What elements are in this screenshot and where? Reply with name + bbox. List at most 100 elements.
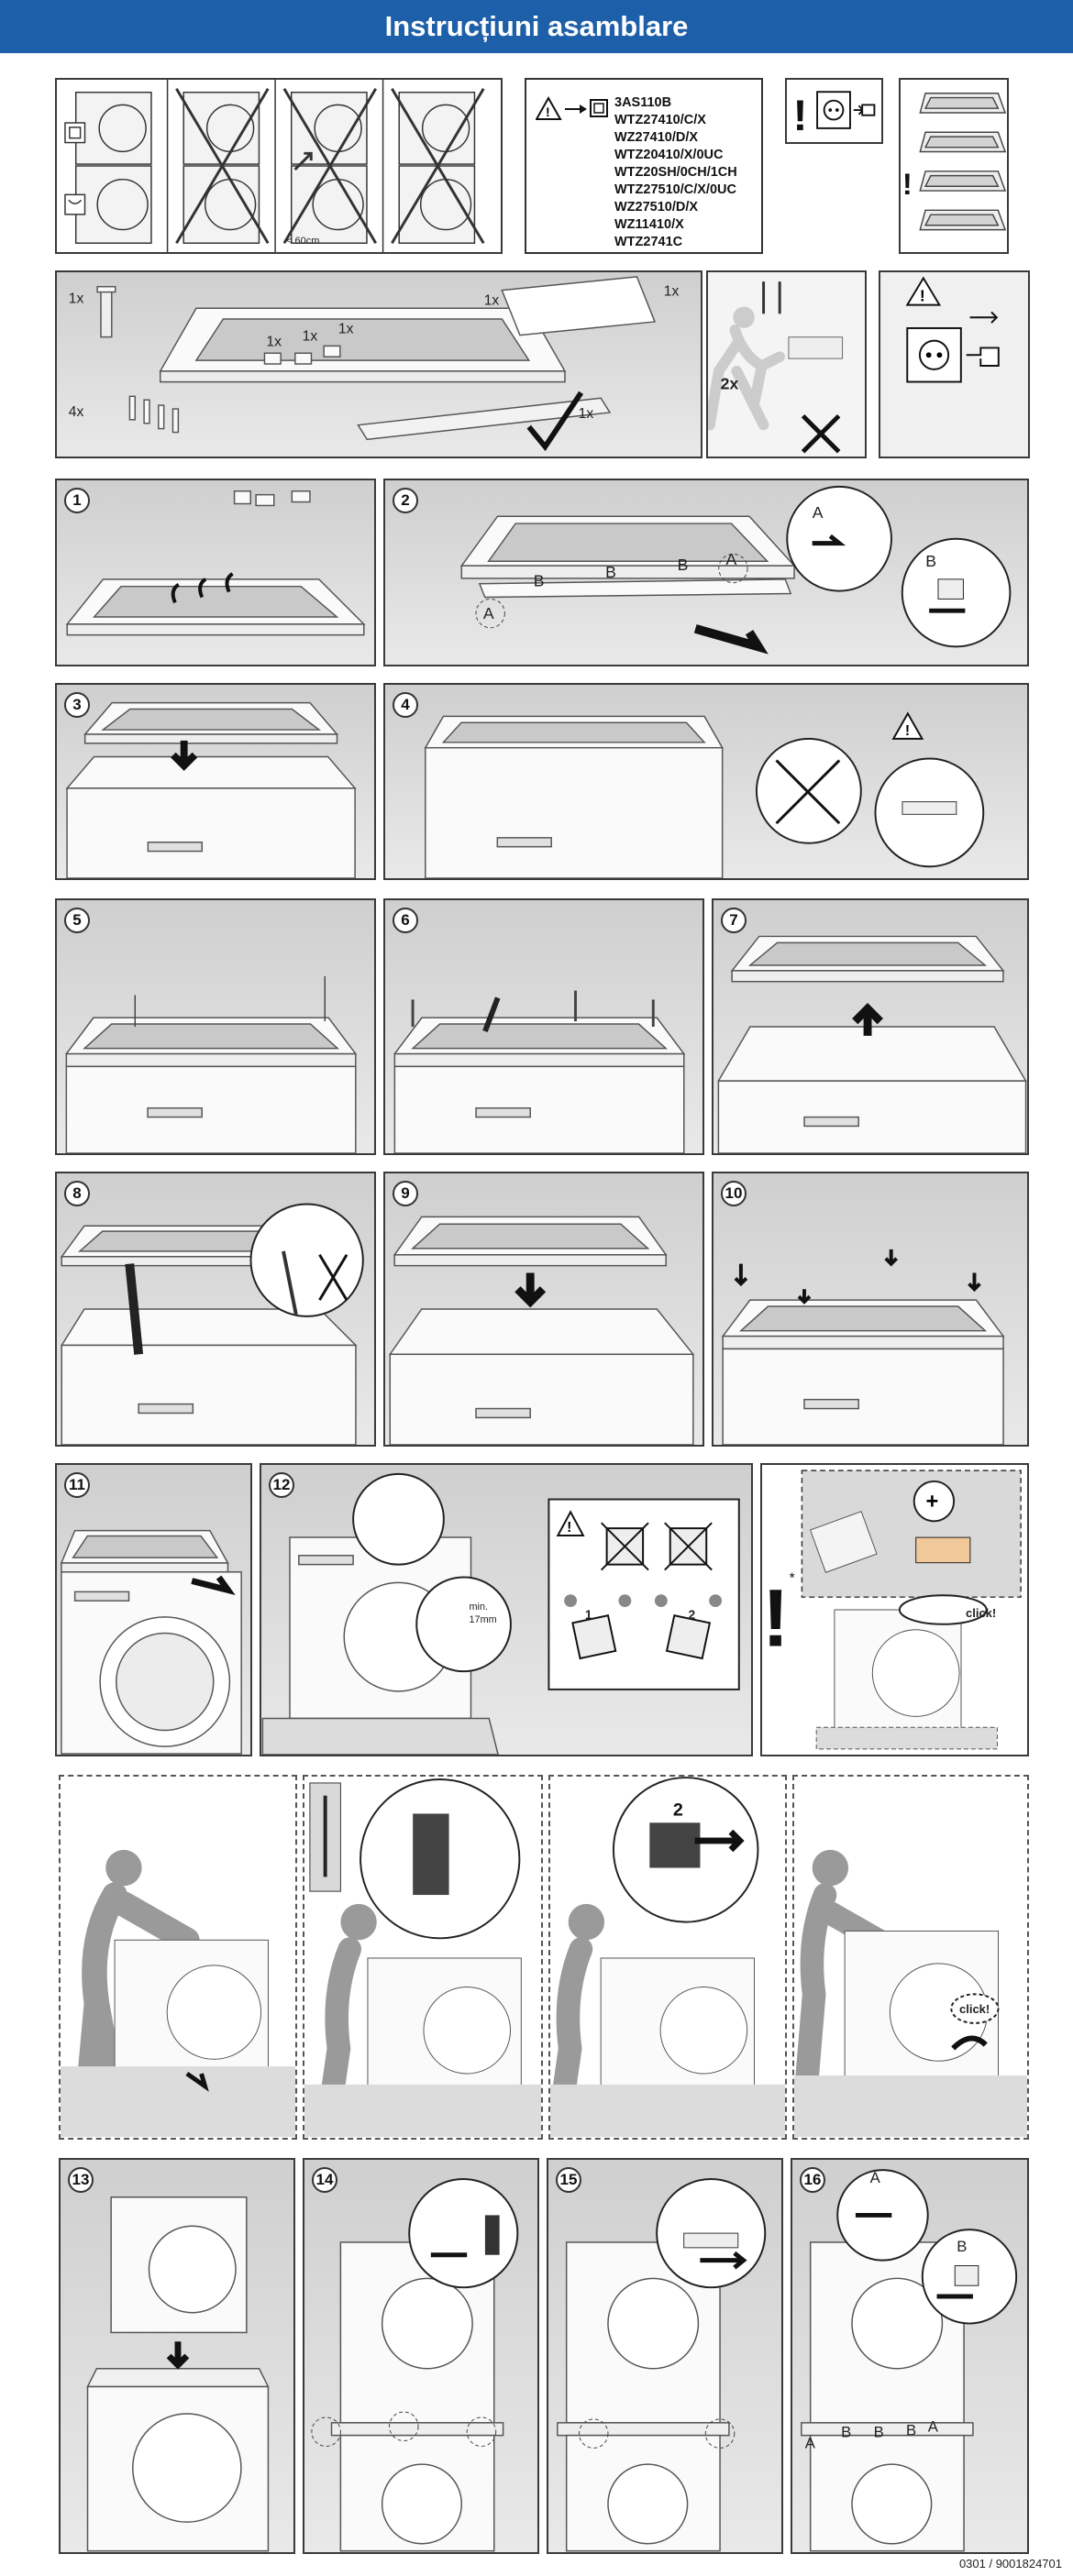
svg-text:A: A [870,2169,881,2186]
step-16-panel: A B A B B B A 16 [791,2158,1029,2554]
model-item: WZ27510/D/X [614,200,699,215]
lift-illustration-3: 2 1 [550,1777,785,2137]
svg-text:A: A [483,604,494,622]
step-11-illustration [60,1529,242,1755]
step-10-panel: 10 [712,1172,1029,1447]
step-7-illustration [717,935,1027,1153]
step-number: 16 [800,2167,825,2193]
lift-panel-2 [303,1775,543,2140]
step-2-illustration: A B B B A A B [459,485,1012,655]
step-number: 11 [64,1472,90,1498]
model-list: 3AS110B WTZ27410/C/X WZ27410/D/X WTZ2041… [614,94,737,251]
two-person-panel: 2x [706,270,867,458]
svg-text:2x: 2x [721,374,739,392]
lift-panel-1 [59,1775,297,2140]
svg-text:1x: 1x [303,329,318,345]
svg-text:B: B [874,2424,884,2441]
step-3-panel: 3 [55,683,376,880]
model-item: WTZ27410/C/X [614,113,706,127]
step-8-illustration [60,1203,364,1445]
svg-text:1: 1 [585,1607,592,1622]
warning-icon: ! [536,96,608,120]
step-3-illustration [65,701,357,878]
step-1-illustration [65,490,366,636]
step-number: 7 [721,908,747,933]
svg-text:A: A [813,503,824,522]
model-item: WZ11410/X [614,217,684,232]
svg-text:!: ! [567,1520,571,1536]
step-14-panel: 14 [303,2158,539,2554]
model-item: WTZ27510/C/X/0UC [614,182,736,197]
unplug-icon: ! [793,91,876,140]
step-15-illustration [557,2178,767,2552]
step-6-illustration [393,990,686,1153]
svg-text:2: 2 [673,1800,683,1820]
step-15-panel: 15 [547,2158,783,2554]
step-12-panel: ! 1 2 min. 17mm 12 [260,1463,753,1756]
svg-text:!: ! [762,1572,790,1663]
svg-text:!: ! [920,287,925,305]
frames-stack-illustration: ! [902,93,1007,231]
step-11-panel: 11 [55,1463,252,1756]
svg-text:B: B [605,563,616,581]
model-item: WTZ20SH/0CH/1CH [614,165,737,180]
lift-illustration-4 [794,1849,1027,2137]
step-number: 5 [64,908,90,933]
model-item: 3AS110B [614,95,672,110]
svg-text:4x: 4x [69,404,84,420]
step-number: 13 [68,2167,94,2193]
model-item: WTZ2741C [614,235,683,249]
svg-text:B: B [906,2422,916,2439]
parts-panel: 1x 1x 1x 1x 1x 1x 1x 4x [55,270,702,458]
document-code: 0301 / 9001824701 [958,2557,1062,2570]
step-number: 15 [556,2167,581,2193]
lift-illustration-1 [61,1849,295,2137]
click-label: click! [959,2002,990,2016]
svg-text:B: B [678,556,689,574]
svg-text:1x: 1x [69,291,84,306]
step-number: 9 [393,1181,418,1206]
svg-text:!: ! [905,723,910,739]
step-number: 12 [269,1472,294,1498]
svg-text:1x: 1x [484,292,500,308]
svg-text:*: * [790,1570,795,1586]
page-title: Instrucțiuni asamblare [0,0,1073,53]
svg-text:min.: min. [470,1602,489,1613]
lift-illustration-2 [304,1778,541,2137]
step-number: 14 [312,2167,337,2193]
svg-text:A: A [928,2418,939,2436]
step-14-illustration [311,2178,519,2552]
svg-text:B: B [841,2424,851,2441]
compatibility-panel: < 60cm [55,78,503,254]
step-16-illustration: A B A B B B A [801,2169,1018,2552]
mounting-warning-panel: ! * + click! [760,1463,1029,1756]
step-number: 6 [393,908,418,933]
step-number: 10 [721,1181,747,1206]
svg-text:!: ! [902,167,913,201]
width-note: < 60cm [286,236,320,247]
step-number: 4 [393,692,418,718]
svg-text:B: B [957,2238,967,2255]
person-lifting-illustration: 2x [708,281,844,454]
parts-illustration: 1x 1x 1x 1x 1x 1x 1x 4x [69,276,680,452]
svg-text:+: + [926,1491,939,1514]
svg-text:17mm: 17mm [470,1614,497,1625]
unplug-warning-box: ! [785,78,883,144]
svg-text:B: B [534,572,545,590]
step-10-illustration [721,1249,1005,1445]
step-8-panel: 8 [55,1172,376,1447]
stacked-machines-illustration [64,80,485,252]
step-6-panel: 6 [383,898,704,1155]
step-5-illustration [64,975,358,1153]
click-label: click! [966,1606,997,1620]
step-2-panel: A B B B A A B 2 [383,479,1029,666]
step-13-panel: 13 [59,2158,295,2554]
step-number: 3 [64,692,90,718]
step-9-panel: 9 [383,1172,704,1447]
svg-text:!: ! [793,92,808,140]
unplug-illustration: ! [905,276,1000,383]
step-9-illustration [388,1216,695,1445]
svg-text:B: B [925,552,936,570]
model-item: WTZ20410/X/0UC [614,148,724,162]
svg-text:A: A [805,2434,816,2451]
